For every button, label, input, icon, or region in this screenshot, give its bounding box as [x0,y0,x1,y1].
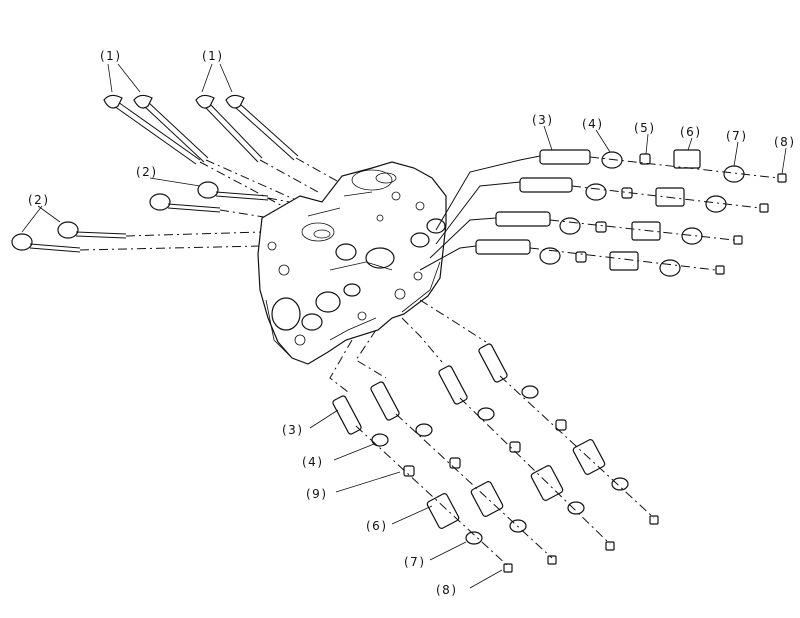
callout-labels: (1) (1) (2) (2) (3) (4) (5) (6) (7) (8) … [28,49,796,597]
callout-valve-spring-bottom: (6) [366,519,388,533]
right-valve-assemblies [419,125,787,277]
cylinder-head [257,161,447,365]
assembly-row [429,211,743,259]
callout-retainer-right: (7) [726,129,748,143]
callout-intake-valve-2: (1) [202,49,224,63]
callout-valve-guide-right: (3) [532,113,554,127]
callout-valve-seal-right: (4) [582,117,604,131]
callout-retainer-key-right: (8) [774,135,796,149]
valve [133,94,297,201]
valve [225,94,347,187]
callout-valve-guide-bottom: (3) [282,423,304,437]
assembly-column [355,329,557,565]
callout-exhaust-valve-2: (2) [28,193,50,207]
assembly-row [435,149,787,231]
valve [149,193,271,219]
valve [197,181,301,205]
assembly-row [435,177,769,245]
callout-exhaust-valve-1: (2) [136,165,158,179]
callout-valve-seal-bottom: (4) [302,455,324,469]
valve [57,221,263,239]
callout-retainer-key-bottom: (8) [436,583,458,597]
bottom-valve-assemblies [309,299,659,589]
valve [11,233,263,253]
assembly-column [419,299,659,525]
callout-spring-seat-bottom: (9) [306,487,328,501]
assembly-column [401,317,615,551]
callout-intake-valve-1: (1) [100,49,122,63]
exhaust-valves [11,177,301,253]
callout-retainer-bottom: (7) [404,555,426,569]
assembly-row [419,239,725,277]
valve [103,94,291,211]
intake-valves [103,63,347,211]
assembly-column [329,339,513,573]
callout-spring-seat-right: (5) [634,121,656,135]
callout-valve-spring-right: (6) [680,125,702,139]
valve [195,94,319,193]
